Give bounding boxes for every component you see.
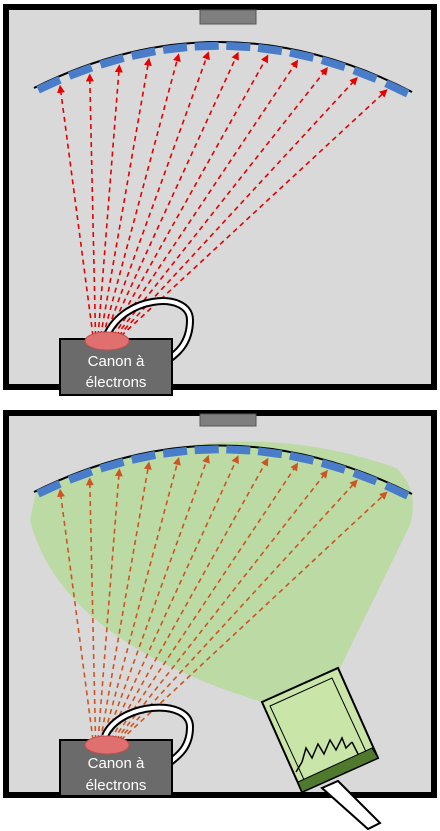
electron-ray <box>85 477 97 741</box>
filament-lead <box>351 741 359 755</box>
electron-ray <box>112 462 299 741</box>
detector-segment <box>36 480 62 498</box>
detector-segment <box>352 66 378 83</box>
electron-ray <box>57 84 94 337</box>
detector-segment <box>226 445 251 455</box>
detection-beam <box>30 441 413 702</box>
detector-segment <box>384 481 410 500</box>
electron-ray <box>57 488 94 741</box>
electron-ray <box>102 53 181 337</box>
detector-segments <box>36 445 410 500</box>
filament-lead <box>295 761 303 773</box>
detector-segment <box>194 41 219 51</box>
emitter <box>84 735 130 755</box>
top-panel: Canon à électrons <box>3 4 437 396</box>
electron-ray <box>107 455 239 741</box>
detector-segment <box>67 63 94 80</box>
detector-segment <box>320 459 346 474</box>
detector-segment <box>289 451 315 465</box>
gun-label-line2: électrons <box>86 374 147 391</box>
detector-segment <box>130 47 157 60</box>
detector-rod <box>320 779 382 831</box>
electron-ray <box>99 57 152 337</box>
detector-segment <box>194 445 219 455</box>
detector-segment <box>226 41 251 52</box>
detector-segments <box>36 41 410 98</box>
filament-zigzag <box>301 736 353 763</box>
electron-ray <box>120 491 388 741</box>
detector-segment <box>384 79 410 98</box>
electron-ray <box>112 59 299 337</box>
electron-ray <box>117 76 358 337</box>
electron-rays <box>57 51 388 337</box>
electron-ray <box>85 73 97 337</box>
emitter <box>84 331 130 351</box>
electron-ray <box>117 479 358 741</box>
detector-segment <box>130 451 157 464</box>
detector-segment <box>162 43 188 54</box>
detector-base <box>297 747 379 793</box>
detector-segment <box>352 469 378 486</box>
cable-loop-inner <box>103 705 193 768</box>
detector-segment <box>257 43 283 56</box>
detector-segment <box>257 447 283 459</box>
electron-ray <box>107 51 239 337</box>
top-port <box>199 413 257 427</box>
detector-segment <box>289 48 315 62</box>
detector-segment <box>162 446 188 458</box>
detector-segment <box>99 54 125 69</box>
bottom-panel: Canon à électrons <box>3 410 437 831</box>
cable-loop-inner <box>103 299 193 364</box>
gun-label-line2: électrons <box>86 777 147 794</box>
electron-rays <box>57 454 388 741</box>
detector-segment <box>36 76 62 94</box>
gun-label-line1: Canon à <box>88 755 145 772</box>
electron-ray <box>115 67 328 337</box>
vacuum-chamber <box>3 4 437 390</box>
top-port <box>199 9 257 25</box>
electron-ray <box>115 469 328 741</box>
detector-segment <box>320 56 346 71</box>
detector-segment <box>99 458 125 473</box>
electron-ray <box>99 461 152 741</box>
electron-ray <box>102 456 181 741</box>
electron-ray <box>104 51 210 337</box>
detector-segment <box>67 467 94 484</box>
detector <box>260 666 382 831</box>
gun-label-line1: Canon à <box>88 353 145 370</box>
electron-ray <box>120 89 388 337</box>
